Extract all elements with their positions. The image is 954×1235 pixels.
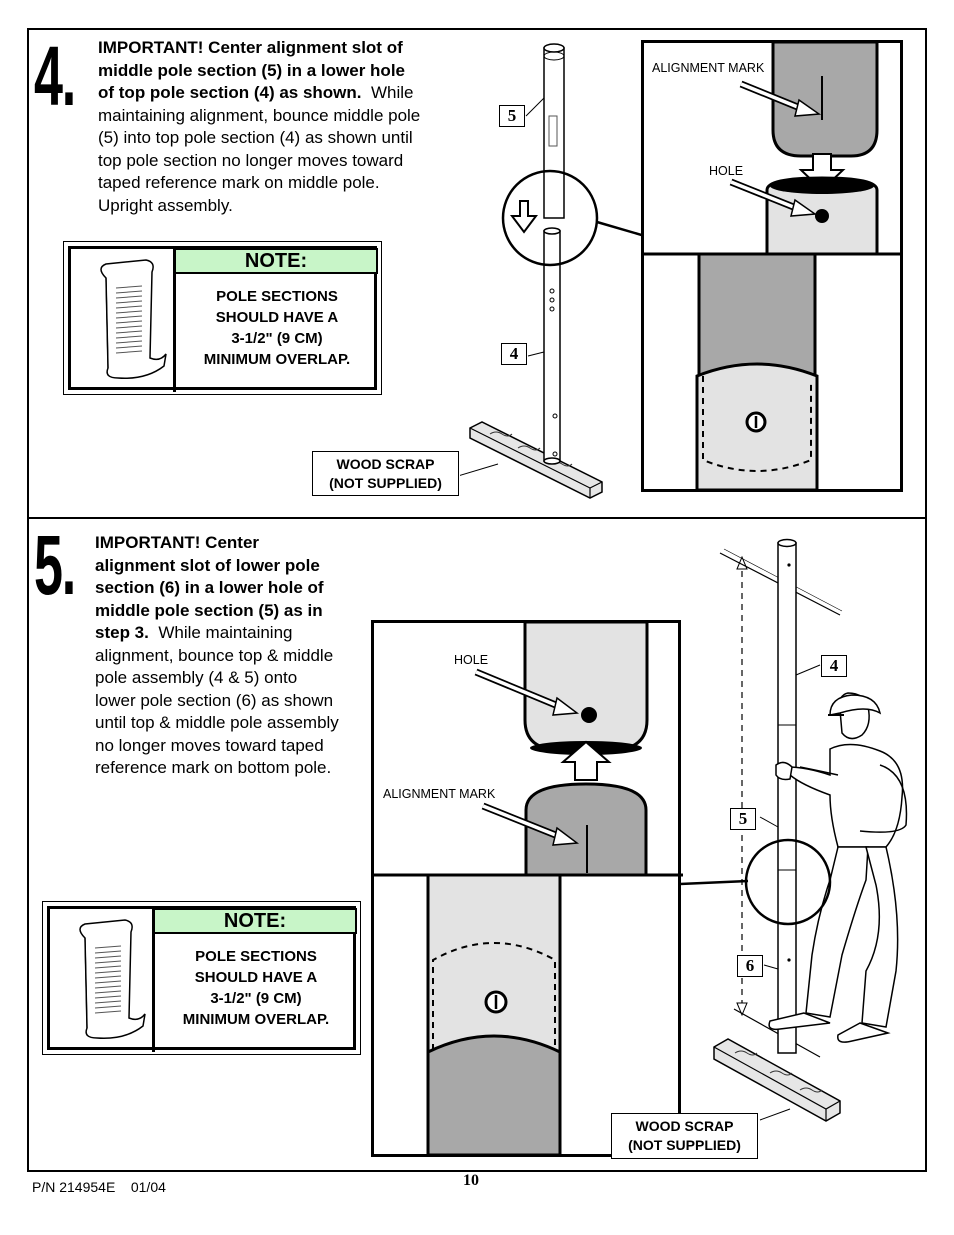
note-line: SHOULD HAVE A (194, 969, 318, 986)
person-figure (768, 692, 908, 1043)
instr-line: of top pole section (4) as shown. (98, 83, 362, 102)
label-line: (NOT SUPPLIED) (628, 1137, 741, 1153)
instr-line: reference mark on bottom pole. (95, 758, 332, 777)
hole-label: HOLE (454, 653, 489, 667)
note-divider (173, 246, 176, 392)
label-line: WOOD SCRAP (635, 1118, 734, 1134)
note-line: 3-1/2" (9 CM) (231, 330, 323, 347)
step-5-note-box: NOTE: POLE SECTIONS SHOULD HAVE A 3-1/2"… (42, 901, 361, 1055)
note-line: MINIMUM OVERLAP. (182, 1011, 330, 1028)
document-icon (100, 259, 167, 379)
wood-scrap-label: WOOD SCRAP (NOT SUPPLIED) (312, 451, 459, 496)
instr-line: middle pole section (5) as in (95, 600, 323, 620)
note-divider (152, 906, 155, 1052)
instr-line: alignment slot of lower pole (95, 555, 320, 575)
part-number-text: P/N 214954E (32, 1179, 116, 1195)
step-4-instructions: IMPORTANT! Center alignment slot of midd… (98, 37, 478, 217)
instr-line: taped reference mark on middle pole. (98, 173, 380, 192)
step-5-number: 5. (34, 518, 76, 612)
step-4-note-box: NOTE: POLE SECTIONS SHOULD HAVE A 3-1/2"… (63, 241, 382, 395)
instr-line: pole assembly (4 & 5) onto (95, 668, 298, 687)
pole-tag-5: 5 (730, 808, 756, 830)
alignment-mark-label: ALIGNMENT MARK (383, 787, 496, 801)
note-frame (68, 246, 377, 390)
step-5-callout-connector (680, 879, 749, 886)
pole-section-5 (543, 43, 565, 219)
wood-scrap (469, 421, 603, 499)
page-number: 10 (463, 1172, 479, 1189)
note-title: NOTE: (174, 248, 378, 274)
instr-line: (5) into top pole section (4) as shown u… (98, 128, 413, 147)
pole-tag-5: 5 (499, 105, 525, 127)
instr-line: section (6) in a lower hole of (95, 578, 324, 597)
wood-scrap (713, 1038, 841, 1122)
note-line: POLE SECTIONS (216, 288, 338, 305)
revision-date: 01/04 (130, 1179, 166, 1195)
step-4-pole-illustration (460, 43, 645, 499)
assembled-pole (777, 538, 797, 1054)
detail-callout-circle (501, 169, 599, 267)
alignment-mark-label: ALIGNMENT MARK (652, 61, 765, 75)
instr-line: no longer moves toward taped (95, 735, 324, 755)
step-4-number: 4. (34, 29, 76, 123)
down-arrow-icon (510, 200, 538, 234)
pole-tag-4: 4 (501, 343, 527, 365)
part-number: P/N 214954E 01/04 (32, 1179, 166, 1195)
label-line: WOOD SCRAP (336, 456, 435, 472)
label-line: (NOT SUPPLIED) (329, 475, 442, 491)
step-5-person-illustration (713, 538, 908, 1122)
instr-line: Upright assembly. (98, 195, 233, 215)
step-5-detail-view (371, 620, 683, 1157)
note-line: POLE SECTIONS (195, 948, 317, 965)
instr-line: lower pole section (6) as shown (95, 690, 334, 710)
step-5-instructions: IMPORTANT! Center alignment slot of lowe… (95, 532, 375, 780)
note-line: 3-1/2" (9 CM) (210, 990, 302, 1007)
instr-line: until top & middle pole assembly (95, 713, 339, 732)
note-text: POLE SECTIONS SHOULD HAVE A 3-1/2" (9 CM… (176, 286, 378, 370)
instr-line: While (370, 83, 414, 102)
instr-line: IMPORTANT! Center (95, 533, 260, 552)
hole-label: HOLE (709, 164, 744, 178)
instr-line: IMPORTANT! Center alignment slot of (98, 38, 403, 57)
pole-tag-6: 6 (737, 955, 763, 977)
document-icon (79, 919, 146, 1039)
instr-line: alignment, bounce top & middle (95, 645, 334, 665)
instr-line: While maintaining (158, 623, 293, 642)
wood-scrap-label: WOOD SCRAP (NOT SUPPLIED) (611, 1113, 758, 1159)
note-text: POLE SECTIONS SHOULD HAVE A 3-1/2" (9 CM… (155, 946, 357, 1030)
note-line: SHOULD HAVE A (215, 309, 339, 326)
step-5-panel (27, 517, 927, 1172)
pole-tag-4: 4 (821, 655, 847, 677)
instr-line: maintaining alignment, bounce middle pol… (98, 105, 421, 125)
note-title: NOTE: (153, 908, 357, 934)
note-frame (47, 906, 356, 1050)
step-4-detail-view (641, 40, 903, 492)
pole-section-4 (543, 227, 561, 465)
instr-line: top pole section no longer moves toward (98, 150, 404, 170)
instr-line: step 3. (95, 623, 149, 642)
instr-line: middle pole section (5) in a lower hole (98, 60, 405, 80)
note-line: MINIMUM OVERLAP. (203, 351, 351, 368)
